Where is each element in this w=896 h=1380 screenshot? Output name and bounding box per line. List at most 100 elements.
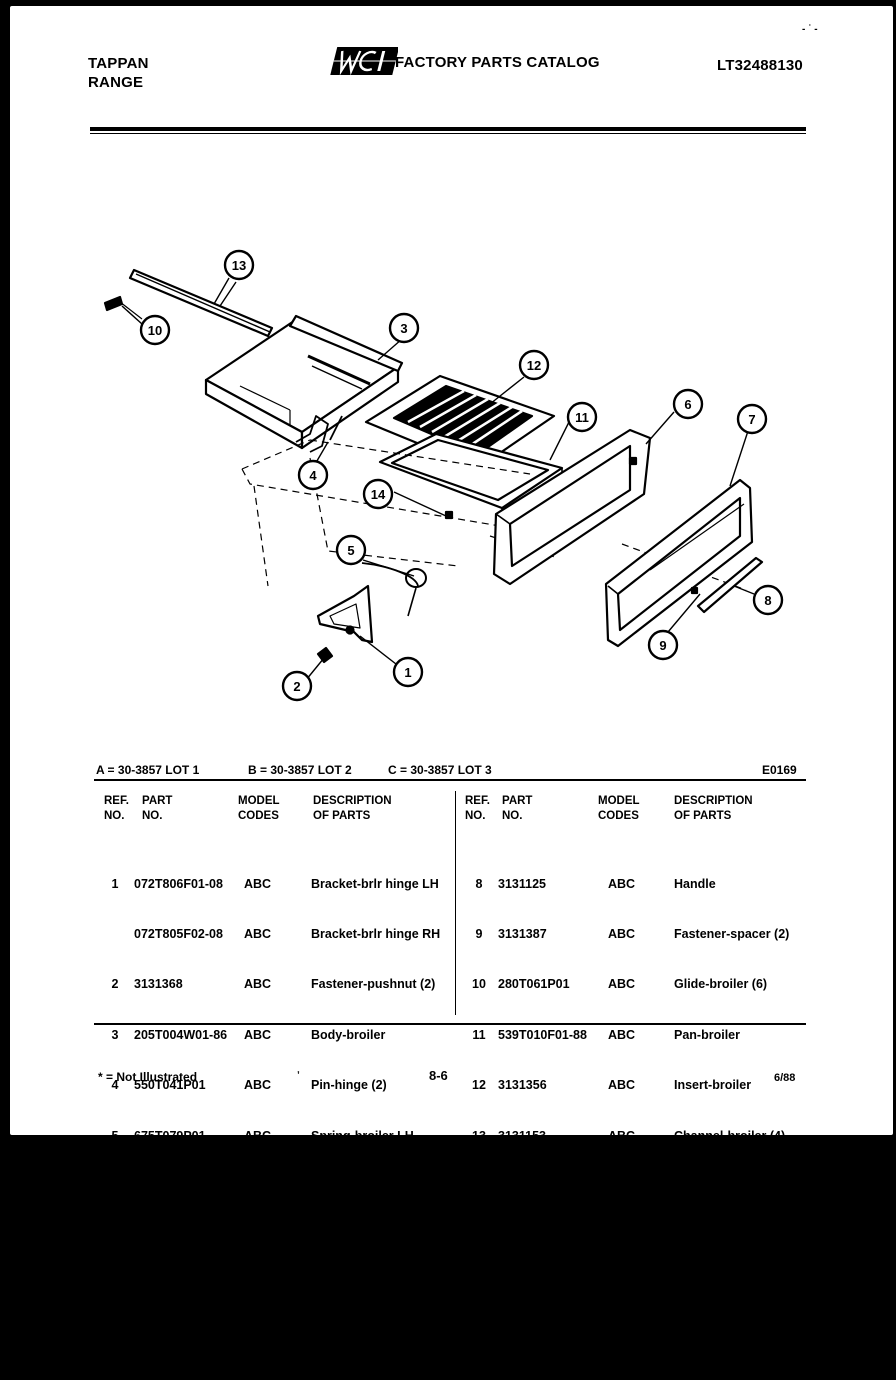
table-cell: 3131125 [498,876,546,891]
table-cell: * [476,1279,482,1294]
column-header-line: MODEL [598,795,640,807]
column-header-line: REF. [104,795,129,807]
table-divider [455,791,456,1015]
callout-6: 6 [684,397,691,412]
right-model-column: ABC ABC ABC ABC ABC ABC ABC ABC ABC ABC [608,842,635,1380]
column-header-line: NO. [465,810,486,822]
callout-14: 14 [371,487,386,502]
table-cell: 10 [472,977,486,992]
table-cell: ABC [608,1330,636,1345]
callout-8-circle [752,584,784,616]
table-cell: 14 [472,1178,486,1193]
product-type: RANGE [88,74,144,91]
table-cell: ABC [244,1078,272,1093]
callout-14-circle [362,478,394,510]
table-cell: 3131258 [498,1229,547,1244]
header-rule [90,127,806,131]
table-cell: 9 [475,926,483,941]
table-cell: * [476,1330,482,1345]
column-header-line: DESCRIPTION [674,795,753,807]
revision-date: 6/88 [774,1072,796,1084]
callout-3-circle [388,312,420,344]
callout-8: 8 [764,593,771,608]
table-cell: ABC [244,977,272,992]
table-cell: 8 [475,876,483,891]
callout-11-circle [566,401,598,433]
table-cell: ABC [608,1078,636,1093]
left-part-column: 072T806F01-08 072T805F02-08 3131368 205T… [134,842,227,1380]
table-cell: Panel-drawer white [311,1279,425,1294]
table-cell: Plug-broiler drwr (4) [674,1178,794,1193]
table-cell: 11 [472,1027,486,1042]
column-header-line: CODES [238,810,279,822]
header-description-right: DESCRIPTION OF PARTS [674,794,753,824]
header-rule-thin [90,133,806,134]
callout-12-circle [518,349,550,381]
drawing-code: E0169 [762,763,797,777]
right-description-column: Handle Fastener-spacer (2) Glide-broiler… [674,842,793,1380]
part-pan-drawing [378,432,564,518]
table-cell: Pan-broiler [674,1027,740,1042]
table-cell: ABC [608,1128,636,1143]
table-cell: 12 [472,1078,486,1093]
table-cell: ABC [244,1330,272,1345]
table-cell: 675T079P02 [134,1178,206,1193]
callout-10-circle [139,314,171,346]
column-header-line: OF PARTS [674,810,732,822]
callout-3: 3 [400,321,407,336]
callout-7-circle [736,403,768,435]
table-cell: ABC [608,876,636,891]
table-cell: ABC [244,1178,272,1193]
table-cell [104,1178,126,1195]
part-body-drawing [204,314,404,450]
part-channel-drawing [128,268,274,338]
table-cell: 3131356 [498,1078,547,1093]
table-cell: 205T004W01-86 [134,1027,228,1042]
brand-name: TAPPAN [88,55,149,72]
table-cell [104,1329,126,1346]
page-number: 8-6 [429,1068,448,1083]
callout-2: 2 [293,679,300,694]
table-cell: Screw (2) [674,1330,730,1345]
table-cell [104,926,126,943]
catalog-title: FACTORY PARTS CATALOG [395,54,600,71]
part-pin-hinge-drawing [295,415,343,453]
header-ref-no-right: REF.NO. [465,794,490,824]
table-cell: 2 [111,977,119,992]
callout-9: 9 [659,638,666,653]
table-cell: ABC [244,926,272,941]
table-cell: Fastener-pushnut (2) [311,977,436,992]
table-cell: 3131153 [498,1128,546,1143]
callout-1-circle [392,656,424,688]
callout-2-circle [281,670,313,702]
column-header-line: PART [142,795,173,807]
table-cell: ABC [608,1229,636,1244]
table-cell: Fastener-spacer (2) [674,926,790,941]
column-header-line: NO. [104,810,125,822]
not-illustrated-note: * = Not Illustrated [98,1070,198,1084]
table-cell: Bracket-brlr hinge LH [311,876,439,891]
brand-block: TAPPAN RANGE [88,54,149,92]
part-bracket-drawing [316,584,374,644]
table-cell: 557T035P01 [498,1178,570,1193]
table-cell: ABC [244,1229,272,1244]
table-cell: ABC [608,1178,636,1193]
part-plug-drawing [444,510,454,520]
callout-11: 11 [575,410,589,425]
part-liner-drawing [492,428,652,586]
table-cell: 636T143P01 [498,1279,570,1294]
part-fastener-drawing [690,586,699,595]
table-cell: Glide-broiler (6) [674,977,768,992]
table-cell: Spring-broiler LH [311,1128,414,1143]
table-cell: Insulation-brlr drwr [674,1229,789,1244]
table-cell: ABC [244,1027,272,1042]
stray-mark: ʼ [297,1070,300,1081]
table-cell: Liner-broiler drawer [311,1229,430,1244]
part-insert-drawing [364,374,556,470]
callout-1: 1 [404,665,411,680]
callout-5-circle [335,534,367,566]
left-ref-column: 1 2 3 4 5 6 7 [104,842,126,1380]
table-cell: 13 [472,1128,486,1143]
